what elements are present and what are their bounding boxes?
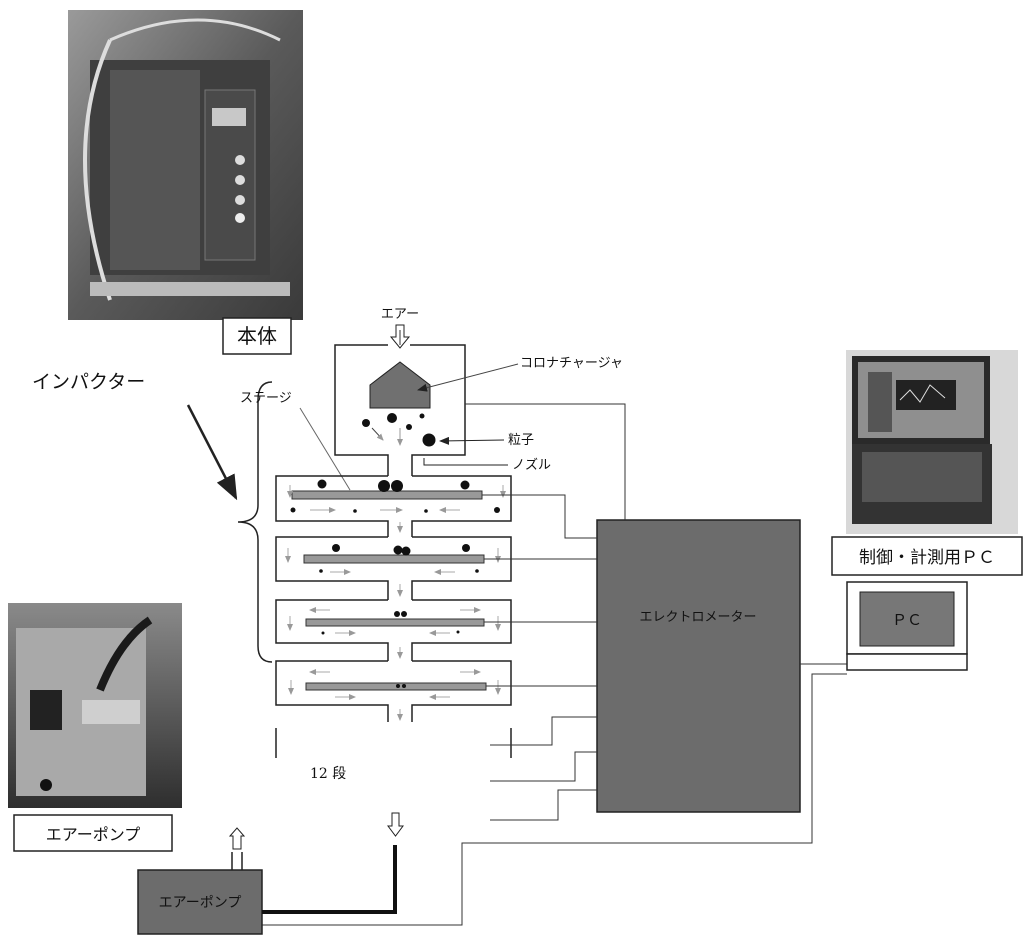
stage-pointer [300, 408, 350, 490]
particle [423, 434, 436, 447]
stage-count-label: 12 段 [310, 766, 346, 782]
control-pc-label: 制御・計測用ＰＣ [859, 548, 995, 568]
impactor-label: インパクター [32, 371, 145, 393]
impactor-brace [238, 382, 272, 662]
particle-label: 粒子 [508, 433, 534, 448]
charger-pointer [418, 364, 518, 390]
corona-charger [370, 362, 430, 408]
impactor-stage-1 [276, 476, 511, 537]
air-pump-photo-label: エアーポンプ [46, 825, 141, 844]
charger-chamber-left [335, 345, 388, 476]
pump-exhaust-arrow [230, 828, 244, 849]
impactor-arrow [188, 405, 236, 498]
particle [420, 414, 425, 419]
laptop-photo [846, 350, 1018, 534]
lower-stage-walls [276, 728, 511, 758]
nozzle-label: ノズル [512, 457, 551, 473]
main-unit-label: 本体 [237, 324, 277, 348]
particle [406, 424, 412, 430]
pc-label: ＰＣ [892, 611, 922, 629]
air-pump-box-label: エアーポンプ [159, 895, 242, 911]
stage-label: ステージ [240, 391, 292, 406]
air-label: エアー [381, 307, 419, 322]
electrometer [597, 520, 800, 812]
particle [362, 419, 370, 427]
impactor-stage-2 [276, 537, 511, 600]
main-unit-photo [68, 10, 303, 320]
particle [387, 413, 397, 423]
pump-suction-pipe [262, 845, 395, 912]
particle-pointer [440, 440, 504, 441]
impactor-stage-4 [276, 661, 511, 722]
pump-exhaust-pipe [232, 852, 242, 870]
charger-chamber-right [410, 345, 465, 476]
corona-charger-label: コロナチャージャ [520, 356, 623, 371]
exhaust-arrow [388, 813, 403, 836]
air-pump-photo [8, 603, 182, 808]
nozzle-pointer [424, 458, 508, 465]
impactor-stage-3 [276, 600, 511, 661]
electrometer-label: エレクトロメーター [639, 610, 756, 625]
